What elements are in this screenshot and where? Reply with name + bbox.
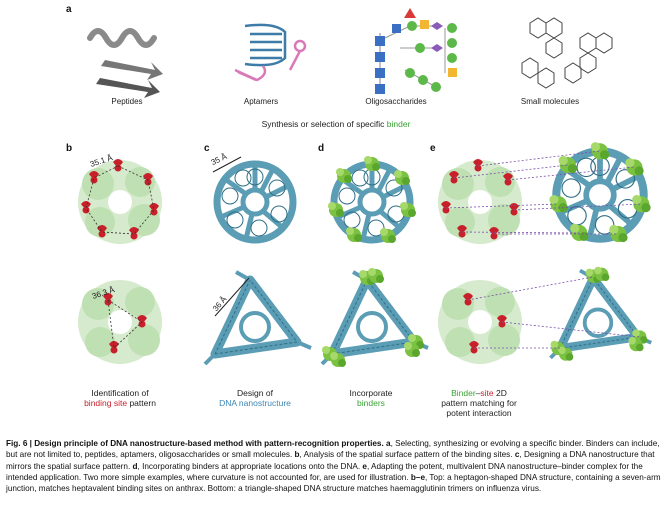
e-caption-binder: Binder (451, 388, 476, 398)
caption-c-label: c (514, 450, 520, 460)
caption-d-label: d (132, 461, 138, 471)
caption-b-label: b (294, 450, 300, 460)
panel-label-e: e (430, 143, 436, 154)
category-small-molecules: Small molecules (520, 97, 580, 106)
b-caption-highlight: binding site (84, 398, 128, 408)
d-caption-highlight: binders (357, 398, 385, 408)
fig-label: Fig. 6 | Design principle of DNA nanostr… (6, 439, 384, 448)
peptide-helix-icon (87, 28, 163, 98)
e-caption-2d: 2D (493, 388, 507, 398)
caption-be-text: , Top: a heptagon-shaped DNA structure, … (6, 472, 661, 494)
caption-e-text: , Adapting the potent, multivalent DNA n… (6, 461, 643, 482)
panel-d-caption: Incorporate binders (306, 388, 436, 408)
aptamer-icon (234, 23, 307, 82)
b-caption-rest: pattern (127, 398, 156, 408)
d-caption-line1: Incorporate (349, 388, 393, 398)
category-oligosaccharides: Oligosaccharides (365, 97, 427, 106)
panel-a-artwork (87, 8, 613, 98)
small-molecule-icon (521, 17, 613, 89)
subtitle-text: Synthesis or selection of specific (261, 119, 387, 129)
panels-b-e-artwork: 35.1 Å 36.3 Å 35 Å 36 Å (78, 142, 672, 380)
panel-b-caption: Identification of binding site pattern (55, 388, 185, 408)
e-caption-site: site (480, 388, 494, 398)
caption-a-label: a (386, 439, 391, 448)
c-caption-line1: Design of (237, 388, 273, 398)
panel-c-caption: Design of DNA nanostructure (190, 388, 320, 408)
figure-caption: Fig. 6 | Design principle of DNA nanostr… (6, 438, 666, 494)
subtitle-binder: binder (386, 119, 411, 129)
panel-a-subtitle: Synthesis or selection of specific binde… (0, 119, 672, 129)
b-caption-line1: Identification of (91, 388, 149, 398)
e-caption-dash: – (475, 388, 481, 398)
category-aptamers: Aptamers (243, 97, 279, 106)
category-peptides: Peptides (111, 97, 143, 106)
caption-c-text: , Designing a DNA nanostructure that mir… (6, 450, 655, 471)
e-caption-line2: pattern matching for (441, 398, 517, 408)
caption-b-text: , Analysis of the spatial surface patter… (299, 450, 513, 460)
e-caption-line3: potent interaction (446, 408, 512, 418)
panel-label-a: a (66, 4, 72, 15)
oligosaccharide-icon (375, 8, 457, 94)
caption-e-label: e (362, 461, 367, 471)
caption-a-text: , Selecting, synthesizing or evolving a … (6, 439, 660, 460)
panel-label-c: c (204, 143, 210, 154)
caption-d-text: , Incorporating binders at appropriate l… (137, 461, 361, 471)
panel-e-caption: Binder–site 2D pattern matching for pote… (414, 388, 544, 418)
caption-be-label: b–e (410, 472, 426, 482)
c-caption-highlight: DNA nanostructure (219, 398, 291, 408)
panel-label-d: d (318, 143, 325, 154)
panel-label-b: b (66, 143, 73, 154)
